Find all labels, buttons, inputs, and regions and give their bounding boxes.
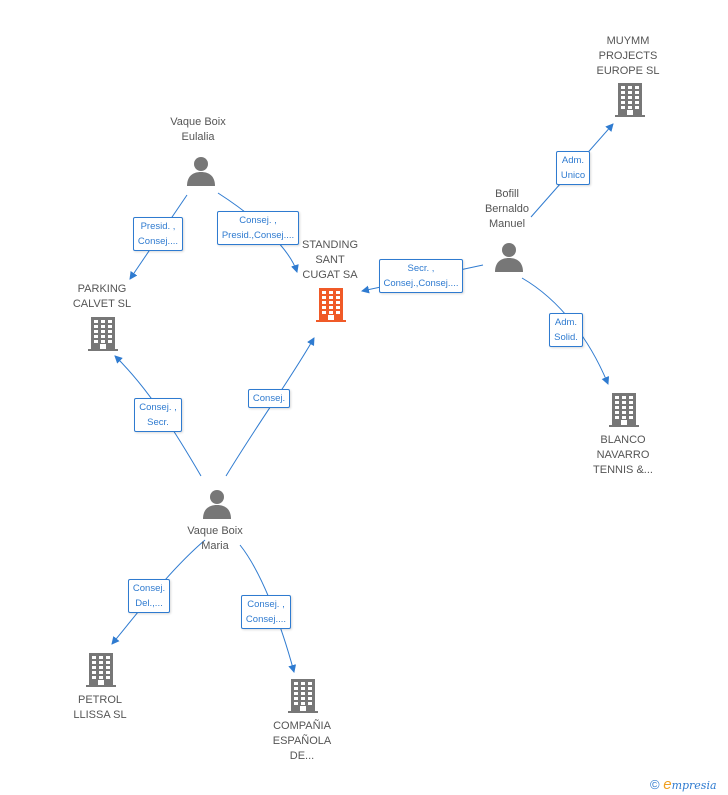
person-icon[interactable]	[187, 156, 215, 191]
edge-label-bofill-muymm[interactable]: Adm. Unico	[555, 151, 591, 185]
edge-label-maria-parking[interactable]: Consej. , Secr.	[134, 398, 182, 432]
edge-label-bofill-standing[interactable]: Secr. , Consej.,Consej....	[378, 259, 464, 293]
edge-label-eulalia-standing[interactable]: Consej. , Presid.,Consej....	[216, 211, 300, 245]
node-label: Vaque Boix Eulalia	[170, 116, 226, 143]
node-label: PARKING CALVET SL	[72, 283, 132, 310]
node-label: STANDING SANT CUGAT SA	[301, 238, 359, 281]
copyright-symbol: ©	[650, 777, 660, 792]
person-icon[interactable]	[203, 489, 231, 524]
person-icon[interactable]	[495, 242, 523, 277]
brand-initial: e	[663, 776, 672, 793]
node-label: Bofill Bernaldo Manuel	[484, 187, 530, 230]
building-icon[interactable]	[88, 317, 118, 356]
edge-label-eulalia-parking[interactable]: Presid. , Consej....	[132, 217, 184, 251]
edge-label-maria-compania[interactable]: Consej. , Consej....	[240, 595, 292, 629]
node-label: BLANCO NAVARRO TENNIS &...	[593, 433, 653, 476]
building-icon[interactable]	[316, 288, 346, 327]
building-icon[interactable]	[615, 83, 645, 122]
node-label: MUYMM PROJECTS EUROPE SL	[596, 34, 660, 77]
node-label: PETROL LLISSA SL	[73, 694, 127, 721]
building-icon[interactable]	[86, 653, 116, 692]
footer-brand: © empresia	[650, 776, 717, 793]
edge-label-maria-petrol[interactable]: Consej. Del.,...	[127, 579, 171, 613]
building-icon[interactable]	[288, 679, 318, 718]
brand-name: mpresia	[671, 779, 717, 792]
node-label: Vaque Boix Maria	[187, 525, 243, 552]
edge-label-maria-standing[interactable]: Consej.	[247, 388, 291, 408]
edge-label-bofill-blanco[interactable]: Adm. Solid.	[549, 313, 583, 347]
building-icon[interactable]	[609, 393, 639, 432]
node-label: COMPAÑIA ESPAÑOLA DE...	[272, 719, 332, 762]
